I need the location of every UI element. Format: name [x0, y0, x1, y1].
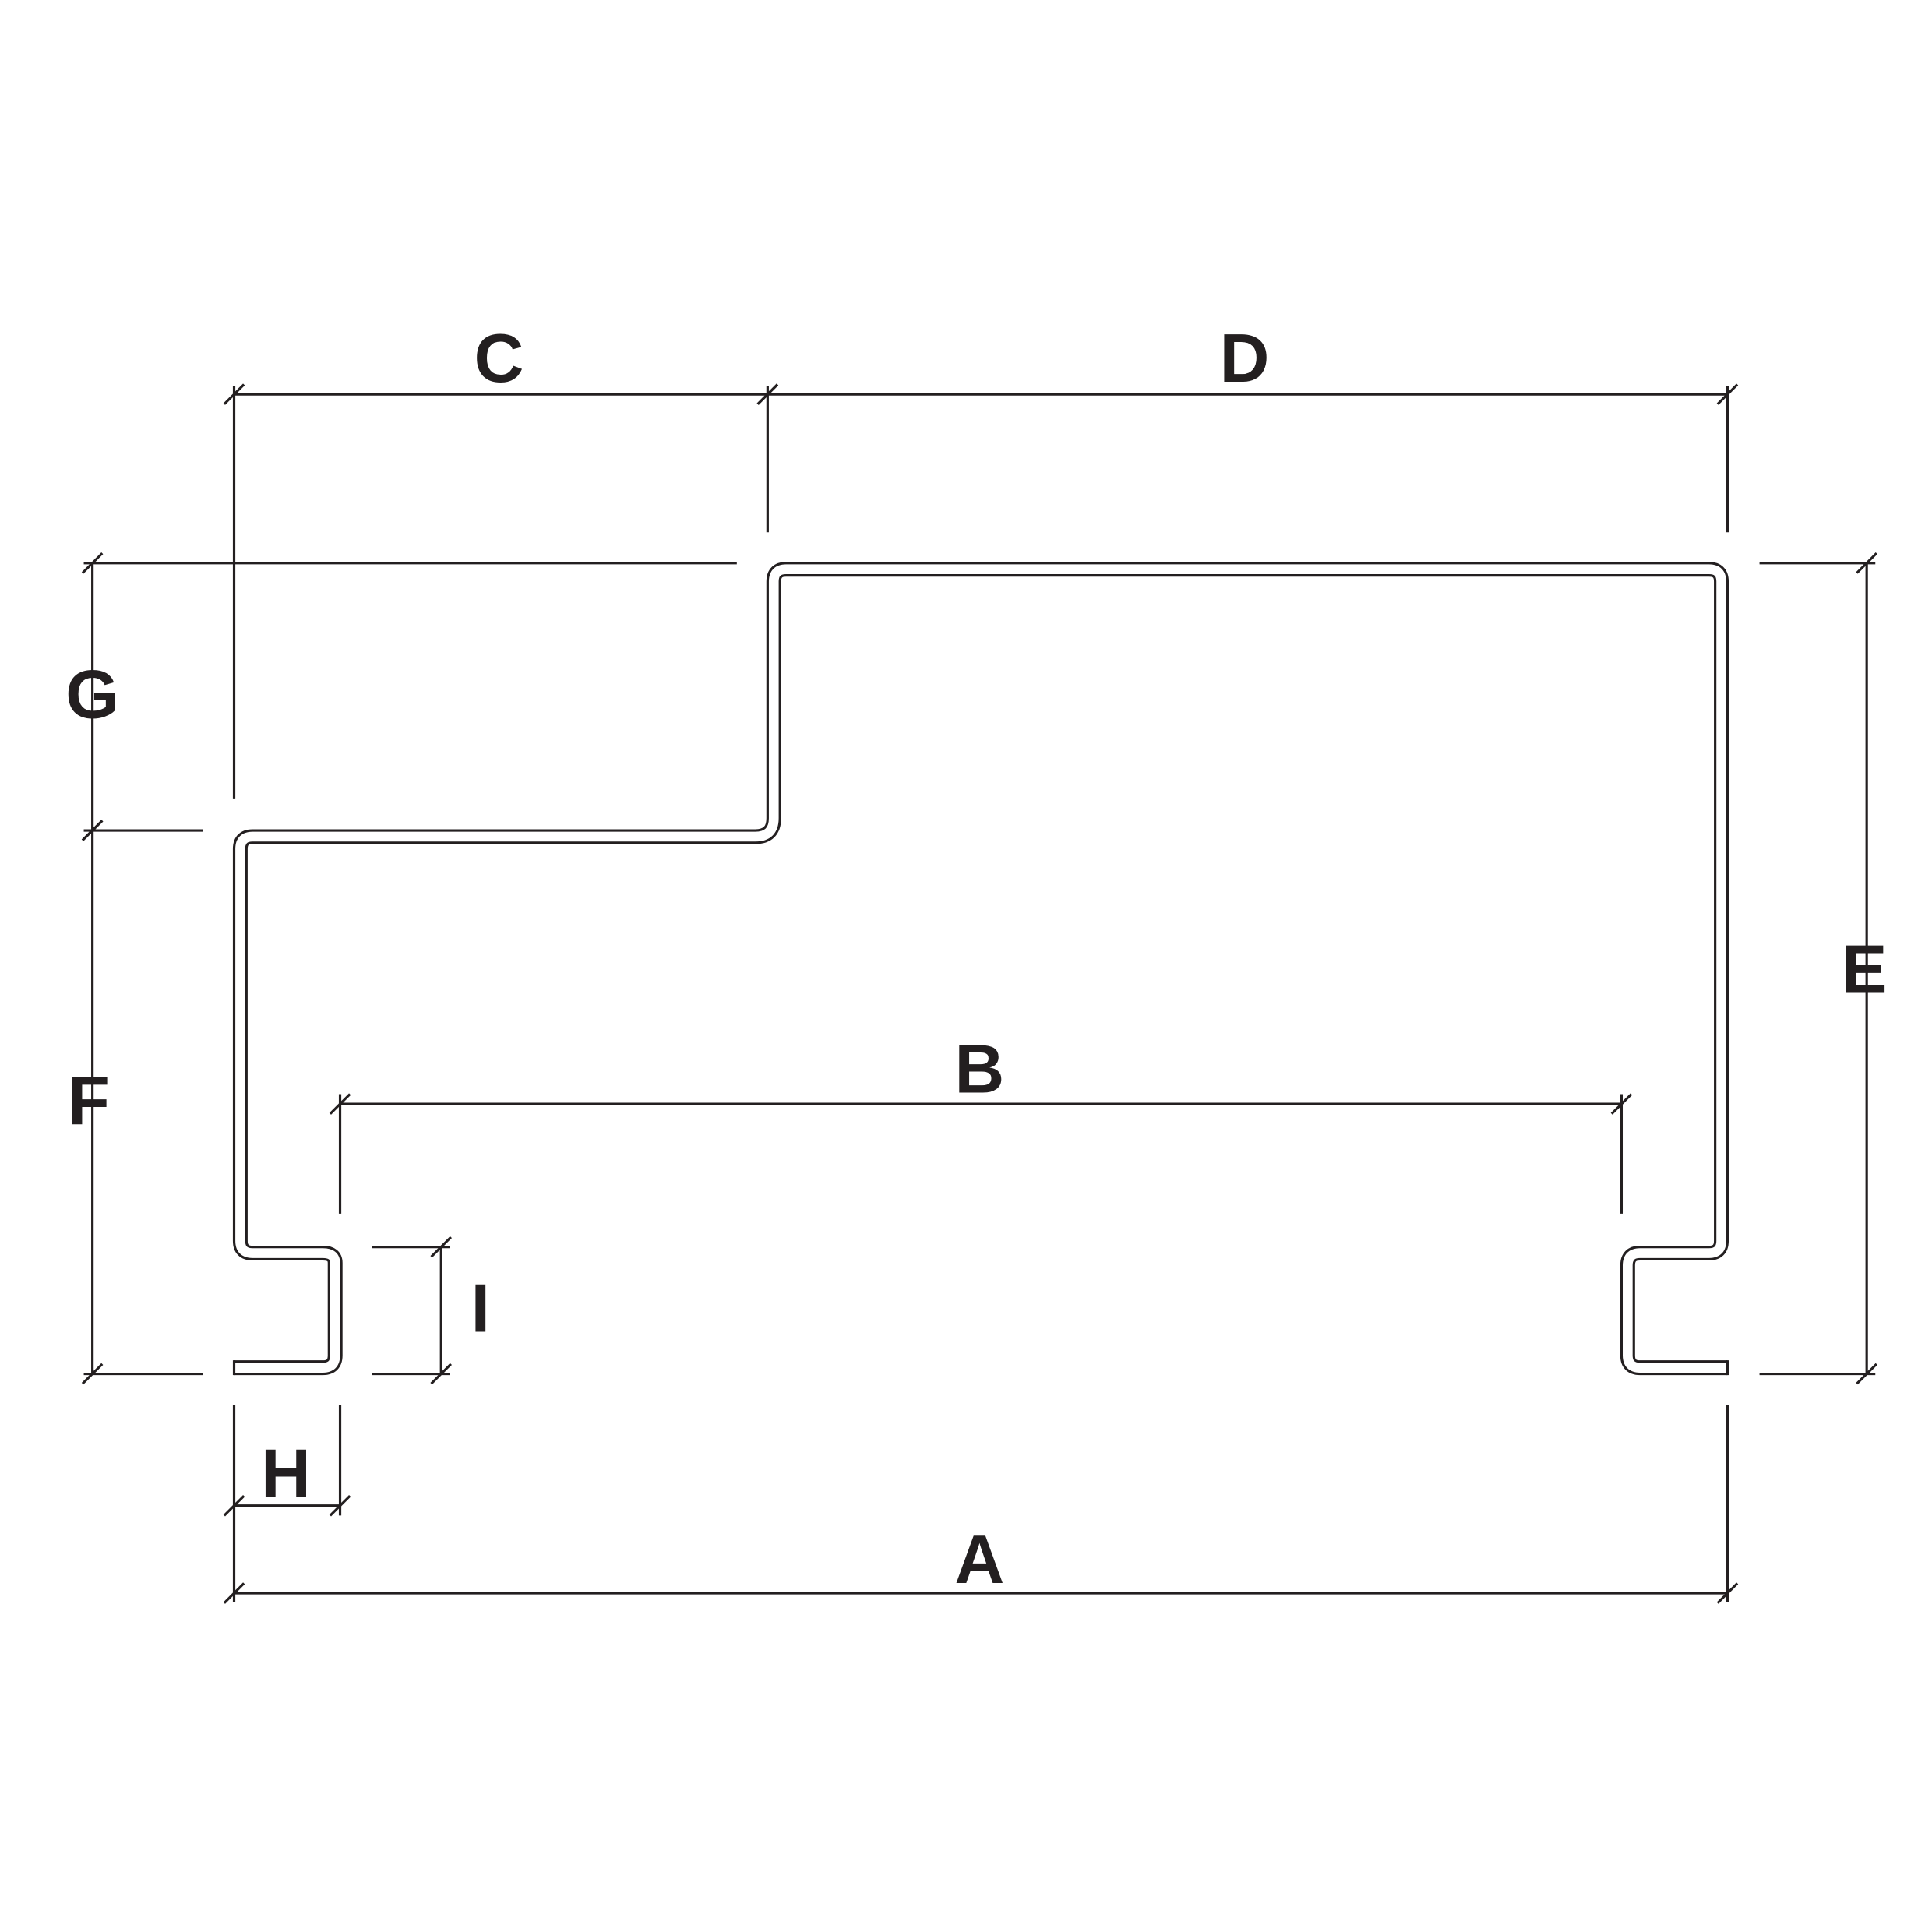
dimension-tick	[329, 1494, 351, 1517]
dimension-tick	[756, 383, 779, 405]
dimension-tick	[81, 1363, 104, 1385]
label-g: G	[65, 656, 119, 733]
label-f: F	[68, 1063, 110, 1140]
dimension-tick	[329, 1093, 351, 1115]
dimension-tick	[81, 552, 104, 574]
dimension-tick	[223, 383, 245, 405]
dimension-tick	[1610, 1093, 1633, 1115]
dimension-tick	[223, 1582, 245, 1604]
dimension-tick	[430, 1236, 452, 1258]
label-h: H	[261, 1434, 311, 1511]
dimension-tick	[223, 1494, 245, 1517]
extension-lines	[83, 386, 1876, 1602]
dimension-tick	[430, 1363, 452, 1385]
label-e: E	[1841, 930, 1887, 1007]
label-d: D	[1219, 319, 1269, 397]
dimension-lines	[81, 383, 1877, 1604]
dimension-tick	[1856, 1363, 1877, 1385]
profile-outline	[232, 562, 1729, 1376]
dimension-labels: C D G F E B I H A	[65, 319, 1887, 1598]
dimension-tick	[1856, 552, 1877, 574]
label-b: B	[954, 1031, 1004, 1108]
label-c: C	[474, 319, 524, 397]
label-i: I	[471, 1269, 491, 1346]
label-a: A	[954, 1521, 1004, 1598]
dimension-tick	[1716, 383, 1739, 405]
dimension-tick	[1716, 1582, 1739, 1604]
dimension-tick	[81, 820, 104, 841]
